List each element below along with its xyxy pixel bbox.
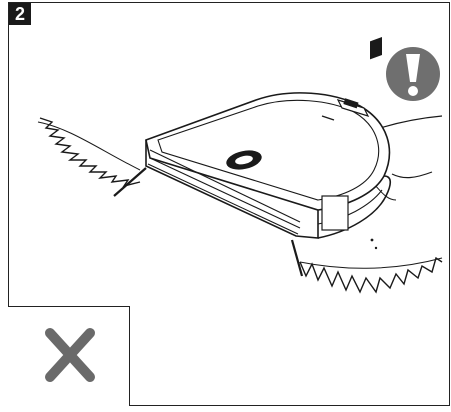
rug-fringe-left (40, 118, 140, 186)
pointer-line-right (292, 240, 302, 276)
exclamation-circle-icon (386, 47, 440, 101)
robot-vacuum (146, 37, 390, 238)
rug-back-edge (380, 116, 442, 128)
robot-side-bumper (322, 196, 348, 230)
prohibited-inset (8, 306, 130, 406)
cross-icon (8, 307, 130, 407)
pointer-line-left (114, 168, 146, 196)
